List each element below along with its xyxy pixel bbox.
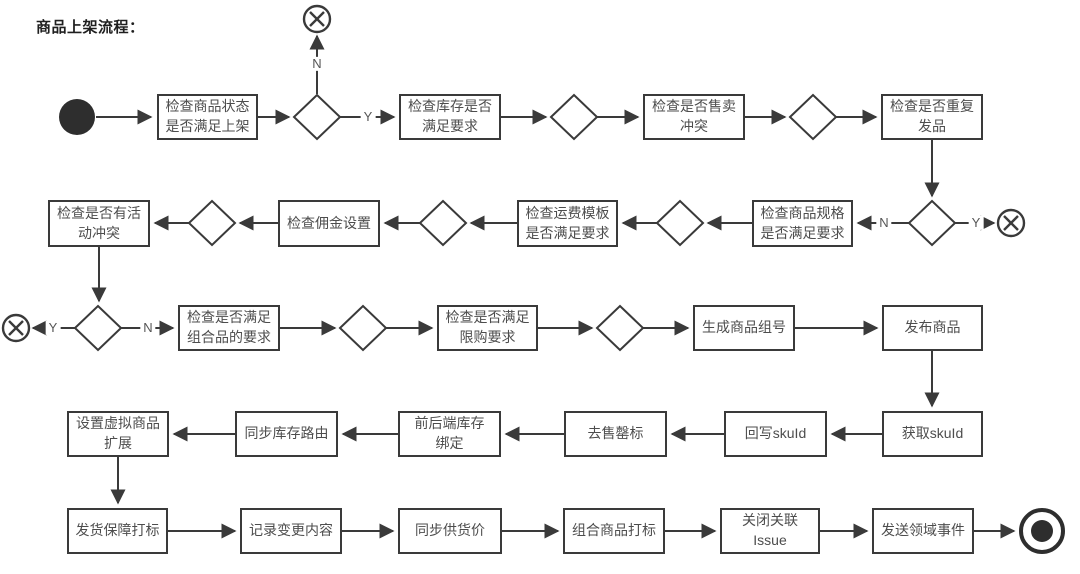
task-check-activity-conflict: 检查是否有活 动冲突 bbox=[48, 200, 150, 247]
task-sync-inventory-route: 同步库存路由 bbox=[235, 411, 338, 457]
task-check-spec: 检查商品规格 是否满足要求 bbox=[752, 200, 853, 247]
task-remove-soldout-flag: 去售罄标 bbox=[564, 411, 667, 457]
branch-label-no: N bbox=[140, 320, 156, 336]
task-combo-flag: 组合商品打标 bbox=[563, 508, 665, 554]
task-check-commission: 检查佣金设置 bbox=[278, 200, 380, 247]
gateway-combo bbox=[338, 304, 388, 352]
flow-edges bbox=[31, 34, 1016, 539]
task-get-skuid: 获取skuId bbox=[882, 411, 983, 457]
task-check-combo: 检查是否满足 组合品的要求 bbox=[178, 305, 280, 351]
task-check-shipping-template: 检查运费模板 是否满足要求 bbox=[517, 200, 618, 247]
task-send-domain-event: 发送领域事件 bbox=[872, 508, 974, 554]
terminate-event-left-icon bbox=[1, 313, 31, 343]
end-event-icon bbox=[1019, 508, 1065, 554]
task-check-inventory: 检查库存是否 满足要求 bbox=[399, 94, 501, 140]
task-check-product-status: 检查商品状态 是否满足上架 bbox=[157, 94, 258, 140]
gateway-duplicate bbox=[907, 199, 957, 247]
task-sync-supply-price: 同步供货价 bbox=[398, 508, 502, 554]
terminate-event-right-icon bbox=[996, 208, 1026, 238]
task-bind-inventory: 前后端库存 绑定 bbox=[398, 411, 501, 457]
task-record-changes: 记录变更内容 bbox=[240, 508, 342, 554]
branch-label-yes: Y bbox=[45, 320, 61, 336]
task-publish-product: 发布商品 bbox=[882, 305, 983, 351]
gateway-inventory bbox=[549, 93, 599, 141]
gateway-activity bbox=[73, 304, 123, 352]
task-generate-group-no: 生成商品组号 bbox=[693, 305, 795, 351]
gateway-spec bbox=[655, 199, 705, 247]
gateway-commission bbox=[187, 199, 237, 247]
task-check-purchase-limit: 检查是否满足 限购要求 bbox=[437, 305, 538, 351]
branch-label-no: N bbox=[309, 56, 325, 72]
task-check-sale-conflict: 检查是否售卖 冲突 bbox=[643, 94, 745, 140]
branch-label-yes: Y bbox=[968, 215, 984, 231]
task-writeback-skuid: 回写skuId bbox=[724, 411, 827, 457]
task-close-issue: 关闭关联Issue bbox=[720, 508, 820, 554]
branch-label-yes: Y bbox=[360, 109, 376, 125]
gateway-shipping bbox=[418, 199, 468, 247]
branch-label-no: N bbox=[876, 215, 892, 231]
terminate-event-top-icon bbox=[302, 4, 332, 34]
task-set-virtual-ext: 设置虚拟商品 扩展 bbox=[67, 411, 169, 457]
task-check-duplicate: 检查是否重复 发品 bbox=[881, 94, 983, 140]
diagram-title: 商品上架流程： bbox=[36, 19, 145, 36]
gateway-status bbox=[292, 93, 342, 141]
gateway-limit bbox=[595, 304, 645, 352]
task-shipping-guarantee-flag: 发货保障打标 bbox=[67, 508, 168, 554]
start-event-icon bbox=[59, 99, 95, 135]
gateway-sale-conflict bbox=[788, 93, 838, 141]
